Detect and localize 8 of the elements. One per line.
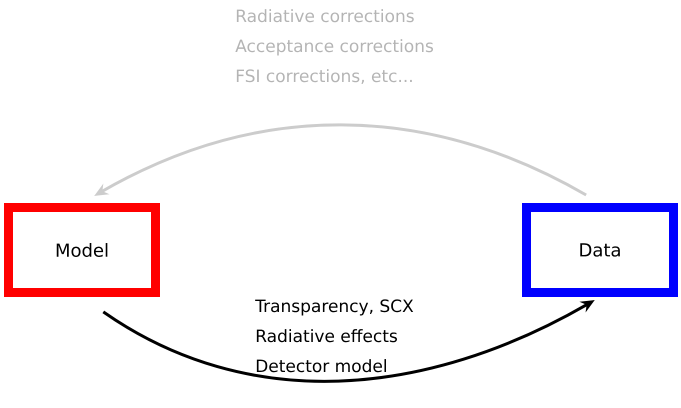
box: Data xyxy=(522,203,678,297)
correction-label: Radiative effects xyxy=(256,329,397,342)
correction-label: Detector model xyxy=(256,359,386,372)
correction-label: Transparency, SCX xyxy=(255,299,414,316)
correction-label: Acceptance corrections xyxy=(235,39,434,56)
correction-label: FSI corrections, etc... xyxy=(236,69,412,84)
correction-label: Radiative corrections xyxy=(236,9,414,22)
box: Model xyxy=(4,203,160,297)
